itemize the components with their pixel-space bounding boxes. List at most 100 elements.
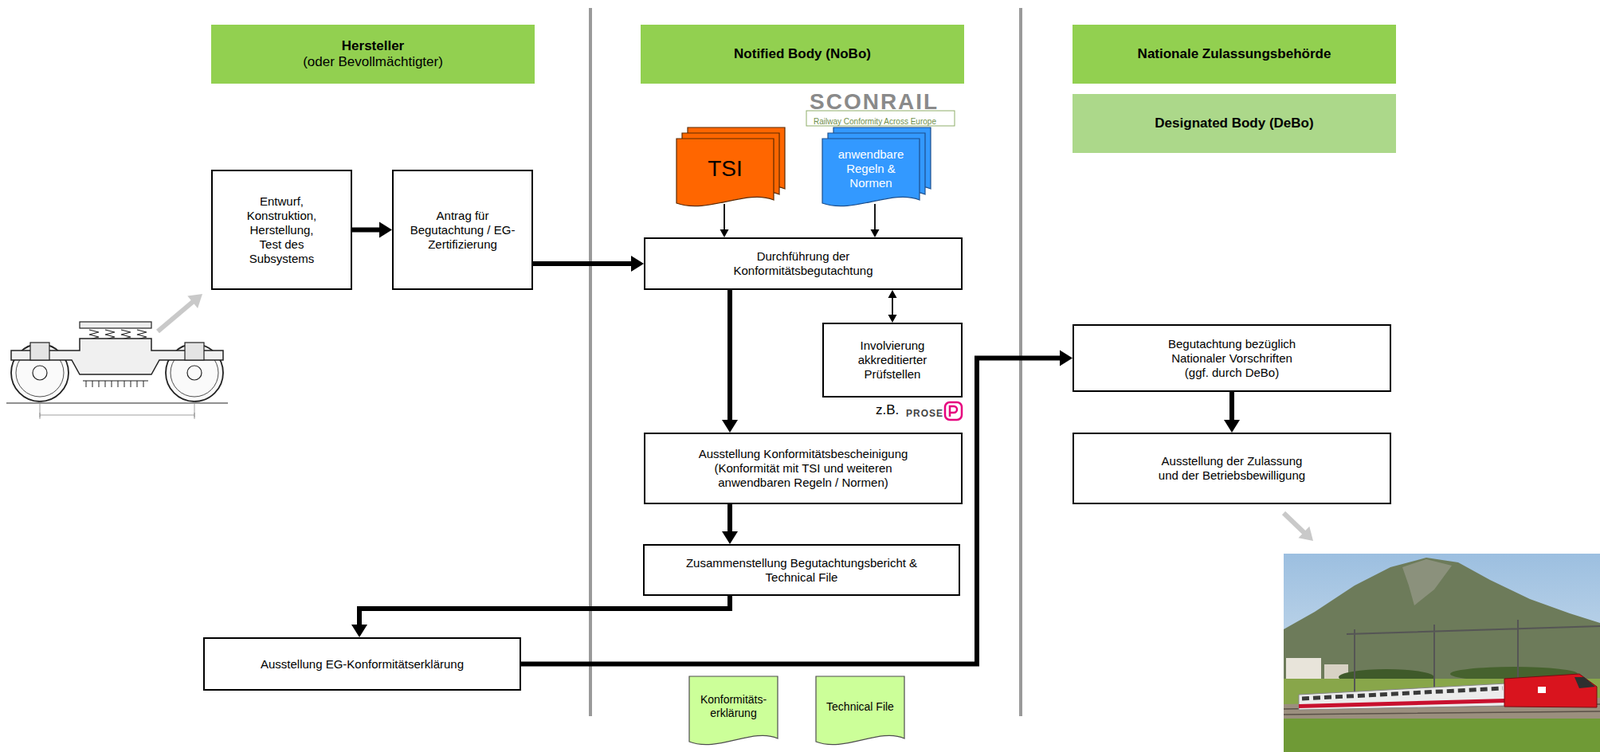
photo-mountain [1283, 557, 1600, 687]
example-label: z.B. [875, 402, 899, 419]
arrow-head [1059, 350, 1073, 367]
document-shape: Technical File [815, 675, 906, 750]
arrow-head [631, 255, 644, 272]
text-area: Technical File [815, 676, 905, 738]
connector-arrow [721, 290, 738, 433]
document-page [815, 676, 905, 746]
box-text: Ausstellung der Zulassung und der Betrie… [1153, 454, 1311, 483]
column-subheader: Designated Body (DeBo) [1072, 94, 1397, 153]
text-area: Konformitäts- erklärung [689, 676, 778, 738]
text-area: anwendbare Regeln & Normen [822, 138, 920, 199]
connector-arrow [351, 596, 730, 638]
arrow-head [888, 314, 898, 323]
document-page [676, 138, 774, 207]
arrow-head [379, 222, 393, 239]
logo-subtitle: Railway Conformity Across Europe [813, 117, 937, 126]
logo-text: PROSE [905, 405, 944, 420]
photo-carriage-stripe [1298, 698, 1506, 709]
bogie-drawing [6, 321, 228, 420]
arrow-head [1223, 419, 1240, 433]
box-text: Technical File [826, 700, 895, 714]
photo-rock [1402, 559, 1452, 606]
prose-icon-frame [945, 402, 962, 420]
gray-arrow-line [1283, 513, 1305, 534]
logo-text: SCONRAIL [809, 88, 939, 116]
process-box: Ausstellung der Zulassung und der Betrie… [1072, 432, 1392, 505]
connector-line [727, 290, 733, 422]
header-text: Notified Body (NoBo) [733, 46, 871, 63]
arrow-head [721, 531, 738, 545]
photo-carriages [1298, 683, 1506, 710]
box-text: Konformitäts- erklärung [694, 693, 774, 721]
gray-arrow-head [1298, 526, 1314, 542]
arrow-head [351, 624, 368, 638]
gray-arrow-line [157, 301, 194, 332]
photo-loco-emblem [1537, 686, 1546, 694]
logo-subtitle: Railway Conformity Across Europe [813, 113, 937, 128]
train-photo [1283, 553, 1600, 752]
header-text: (oder Bevollmächtigter) [302, 54, 444, 71]
process-box: Durchführung der Konformitätsbegutachtun… [643, 237, 963, 291]
arrow-head [720, 229, 730, 238]
photo-windshield [1574, 677, 1596, 689]
header-text: Nationale Zulassungsbehörde [1137, 46, 1332, 63]
arrow-head [888, 290, 898, 299]
photo-windows [1301, 688, 1503, 699]
connector-line [891, 297, 894, 317]
process-box: Ausstellung EG-Konformitätserklärung [203, 637, 522, 691]
prose-logo-icon [945, 402, 962, 420]
photo-grass [1283, 718, 1600, 752]
box-text: anwendbare Regeln & Normen [833, 147, 910, 191]
photo-sky [1283, 553, 1600, 752]
header-text: Hersteller [341, 38, 404, 55]
connector-arrow [870, 203, 880, 238]
connector-arrow [521, 350, 1073, 665]
bolster [79, 321, 152, 329]
connector-arrow [533, 255, 644, 272]
document-stack: TSI [675, 126, 786, 211]
text-area: TSI [676, 138, 774, 199]
document-shape: Konformitäts- erklärung [688, 675, 779, 750]
axle-box [30, 342, 50, 361]
connector-line [1229, 392, 1235, 422]
box-text: TSI [707, 155, 743, 183]
column-header: Notified Body (NoBo) [640, 24, 965, 84]
photo-locomotive [1504, 674, 1597, 708]
dimension-line [39, 401, 195, 420]
connector-line [521, 358, 1062, 665]
connector-line [723, 203, 726, 232]
connector-arrow [888, 290, 898, 323]
connector-line [359, 596, 730, 627]
process-box: Antrag für Begutachtung / EG-Zertifizier… [392, 169, 534, 291]
logo-text: SCONRAIL [809, 89, 939, 114]
photo-building [1286, 658, 1322, 679]
column-header: Hersteller(oder Bevollmächtigter) [211, 24, 535, 84]
box-text: Ausstellung Konformitätsbescheinigung (K… [687, 447, 919, 491]
box-text: Involvierung akkreditierter Prüfstellen [844, 338, 941, 382]
axle-box [184, 342, 204, 361]
header-text: Designated Body (DeBo) [1154, 115, 1314, 132]
example-label: z.B. [875, 402, 899, 418]
box-text: Begutachtung bezüglich Nationaler Vorsch… [1162, 337, 1302, 381]
connector-arrow [352, 222, 393, 239]
box-text: Zusammenstellung Begutachtungsbericht & … [682, 556, 922, 585]
column-header: Nationale Zulassungsbehörde [1072, 24, 1397, 84]
document-page [689, 676, 778, 746]
separator-line [1019, 7, 1023, 717]
connector-arrow [1223, 392, 1240, 433]
brake-teeth [86, 380, 144, 388]
document-page [822, 138, 920, 207]
arrow-head [721, 419, 738, 433]
box-text: Antrag für Begutachtung / EG-Zertifizier… [407, 208, 519, 252]
box-text: Ausstellung EG-Konformitätserklärung [260, 657, 464, 672]
connector-line [533, 261, 633, 267]
connector-arrow [720, 203, 730, 238]
connector-line [727, 504, 733, 534]
document-stack: anwendbare Regeln & Normen [821, 126, 932, 211]
gray-arrow-head [187, 294, 203, 309]
bogie-frame [11, 338, 224, 375]
wheel-hub [32, 365, 48, 381]
connector-line [352, 227, 381, 233]
box-text: Durchführung der Konformitätsbegutachtun… [715, 249, 891, 279]
